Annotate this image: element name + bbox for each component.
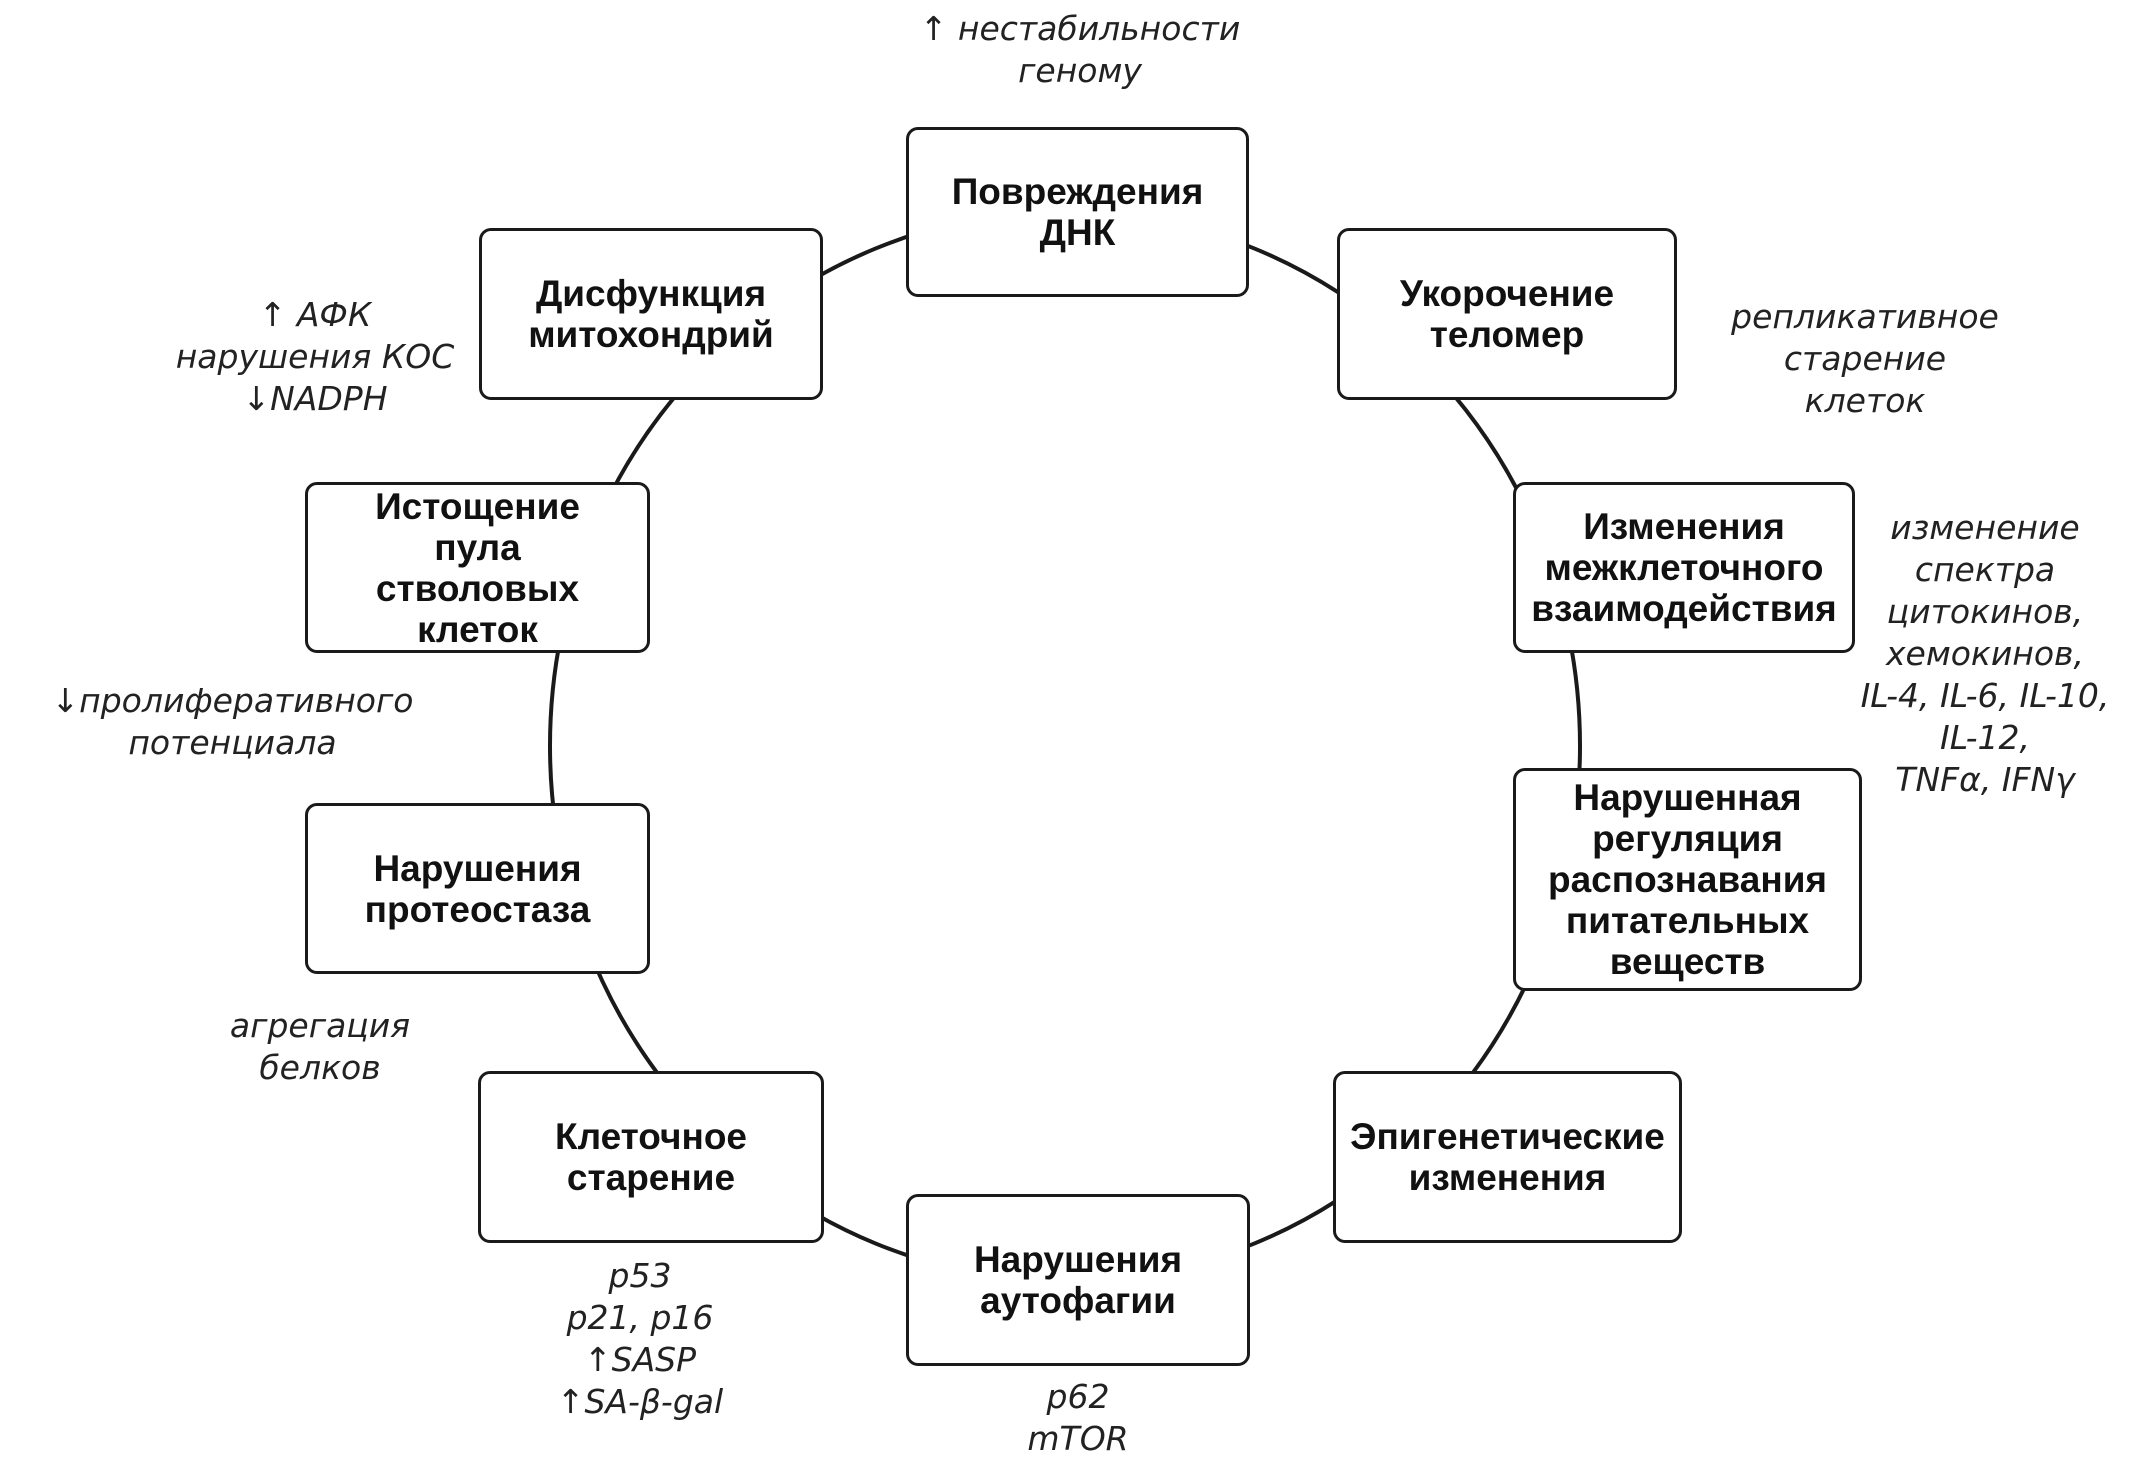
annotation-line: p21, p16 xyxy=(566,1298,714,1337)
node-line: протеостаза xyxy=(364,888,591,930)
annotation-autophagy: p62 mTOR xyxy=(978,1376,1178,1460)
node-line: Эпигенетические xyxy=(1350,1116,1665,1157)
node-line: ДНК xyxy=(1039,212,1116,253)
annotation-line: старение xyxy=(1783,339,1947,378)
node-line: Дисфункция xyxy=(535,273,767,314)
annotation-line: ↑ АФК xyxy=(258,295,372,334)
annotation-line: IL-4, IL-6, IL-10, xyxy=(1860,676,2110,715)
node-line: Нарушения xyxy=(973,1239,1183,1280)
annotation-line: нарушения КОС xyxy=(175,337,455,376)
annotation-line: IL-12, xyxy=(1940,718,2030,757)
annotation-line: TNFα, IFNγ xyxy=(1895,760,2075,799)
annotation-line: ↓NADPH xyxy=(242,379,388,418)
node-stem-cell-exhaustion: Истощение пула стволовых клеток xyxy=(305,482,650,653)
node-line: изменения xyxy=(1408,1157,1607,1198)
annotation-line: p53 xyxy=(608,1256,672,1295)
node-line: стволовых xyxy=(375,567,580,609)
annotation-line: p62 xyxy=(1046,1377,1110,1416)
node-line: старение xyxy=(566,1157,736,1198)
node-line: распознавания xyxy=(1547,859,1828,900)
annotation-line: потенциала xyxy=(128,723,337,762)
node-line: Изменения xyxy=(1583,506,1785,547)
node-proteostasis-disorders: Нарушения протеостаза xyxy=(305,803,650,974)
node-line: аутофагии xyxy=(980,1280,1176,1321)
node-line: Повреждения xyxy=(951,171,1204,212)
node-autophagy-disorders: Нарушения аутофагии xyxy=(906,1194,1250,1366)
annotation-line: ↓пролиферативного xyxy=(51,681,414,720)
annotation-line: геному xyxy=(1018,51,1142,90)
annotation-telomere: репликативное старение клеток xyxy=(1700,296,2030,422)
node-cellular-senescence: Клеточное старение xyxy=(478,1071,824,1243)
node-line: межклеточного xyxy=(1544,547,1824,588)
node-mitochondrial-dysfunction: Дисфункция митохондрий xyxy=(479,228,823,400)
node-line: Истощение xyxy=(375,485,580,527)
annotation-intercellular: изменение спектра цитокинов, хемокинов, … xyxy=(1845,507,2125,801)
annotation-line: ↑ нестабильности xyxy=(919,9,1241,48)
annotation-mitochondria: ↑ АФК нарушения КОС ↓NADPH xyxy=(165,294,465,420)
node-intercellular-changes: Изменения межклеточного взаимодействия xyxy=(1513,482,1855,653)
annotation-line: агрегация xyxy=(229,1006,411,1045)
node-dna-damage: Повреждения ДНК xyxy=(906,127,1249,297)
annotation-proteostasis: агрегация белков xyxy=(215,1005,425,1089)
node-line: Клеточное xyxy=(554,1116,747,1157)
node-line: питательных xyxy=(1565,900,1810,941)
annotation-line: белков xyxy=(259,1048,381,1087)
annotation-line: клеток xyxy=(1804,381,1926,420)
node-line: Нарушения xyxy=(373,847,582,889)
annotation-line: спектра xyxy=(1914,550,2056,589)
node-nutrient-sensing: Нарушенная регуляция распознавания питат… xyxy=(1513,768,1862,991)
annotation-senescence: p53 p21, p16 ↑SASP ↑SA-β-gal xyxy=(520,1255,760,1423)
node-line: пула xyxy=(434,526,521,568)
annotation-line: хемокинов, xyxy=(1886,634,2084,673)
node-line: взаимодействия xyxy=(1531,588,1837,629)
annotation-stem-cell: ↓пролиферативного потенциала xyxy=(30,680,435,764)
annotation-dna-damage: ↑ нестабильности геному xyxy=(870,8,1290,92)
annotation-line: цитокинов, xyxy=(1886,592,2084,631)
node-line: Нарушенная xyxy=(1573,777,1802,818)
node-line: митохондрий xyxy=(528,314,774,355)
annotation-line: изменение xyxy=(1890,508,2080,547)
annotation-line: ↑SASP xyxy=(583,1340,697,1379)
node-line: Укорочение xyxy=(1399,273,1615,314)
annotation-line: ↑SA-β-gal xyxy=(556,1382,724,1421)
node-line: клеток xyxy=(417,608,538,650)
annotation-line: mTOR xyxy=(1027,1419,1129,1458)
node-line: теломер xyxy=(1429,314,1585,355)
annotation-line: репликативное xyxy=(1731,297,1999,336)
node-epigenetic-changes: Эпигенетические изменения xyxy=(1333,1071,1682,1243)
node-telomere-shortening: Укорочение теломер xyxy=(1337,228,1677,400)
node-line: регуляция xyxy=(1592,818,1783,859)
node-line: веществ xyxy=(1609,941,1766,982)
